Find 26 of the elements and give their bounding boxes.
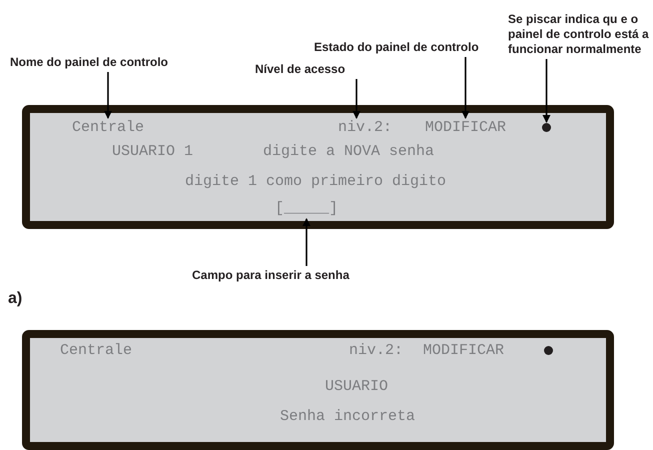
lcd-display — [22, 330, 614, 450]
callout-text: Nome do painel de controlo — [10, 55, 210, 70]
display-text: Centrale — [72, 119, 144, 137]
display-text: MODIFICAR — [425, 119, 506, 137]
display-text: Centrale — [60, 342, 132, 360]
leader-arrow — [352, 79, 360, 119]
leader-arrow — [542, 59, 550, 123]
callout-text: Campo para inserir a senha — [192, 268, 412, 283]
callout-text: Nível de acesso — [255, 62, 375, 77]
password-field: [_____] — [275, 200, 338, 218]
lcd-display — [22, 105, 614, 229]
display-text: MODIFICAR — [423, 342, 504, 360]
indicator-dot — [542, 123, 551, 132]
callout-text: Se piscar indica qu e o painel de controlo está a funcionar normalmente — [508, 12, 653, 57]
leader-arrow — [462, 57, 470, 119]
leader-arrow — [302, 218, 310, 266]
display-text: niv.2: — [338, 119, 392, 137]
display-text: USUARIO — [325, 378, 388, 396]
display-text: niv.2: — [349, 342, 404, 360]
display-text: USUARIO 1 — [112, 143, 194, 161]
panel-label: a) — [8, 290, 22, 308]
display-text: digite 1 como primeiro digito — [185, 173, 446, 191]
display-text: digite a NOVA senha — [263, 143, 434, 161]
display-text: Senha incorreta — [280, 408, 416, 426]
indicator-dot — [544, 346, 553, 355]
leader-arrow — [104, 72, 112, 119]
